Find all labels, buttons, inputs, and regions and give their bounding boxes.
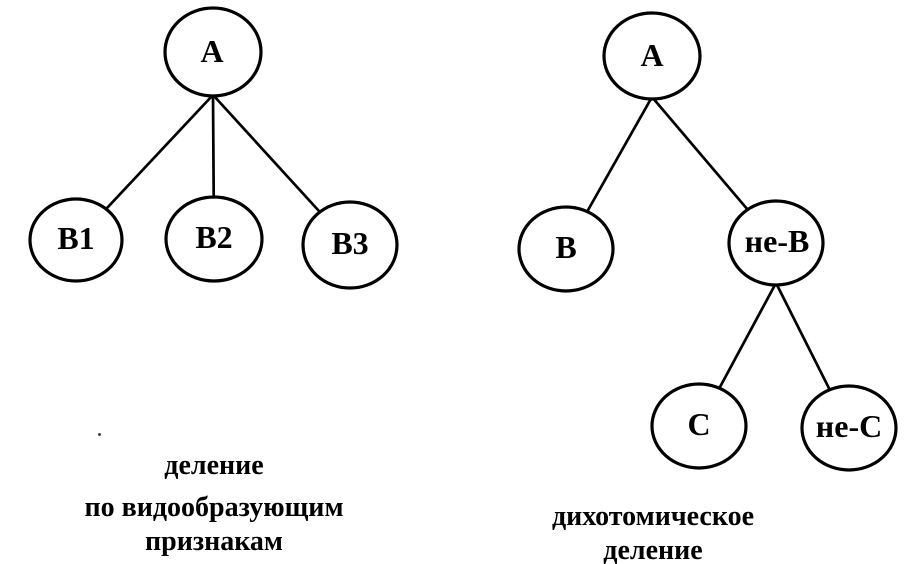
right-tree: A B не-В C не-С — [517, 11, 898, 472]
node-b-label: B — [555, 229, 576, 265]
node-neb-label: не-В — [745, 223, 810, 259]
node-nec-circle — [800, 384, 898, 472]
left-tree-caption: деление по видообразующим признакам — [34, 449, 394, 559]
node-b2-circle — [164, 195, 264, 283]
node-b-circle — [517, 205, 615, 293]
node-a2-label: A — [640, 37, 663, 73]
node-a-circle — [163, 6, 263, 98]
node-a2-circle — [602, 11, 702, 101]
left-caption-line3: признакам — [144, 526, 283, 557]
node-b1-circle — [28, 197, 124, 283]
node-a-label: A — [200, 33, 223, 69]
left-caption-line2: по видообразующим — [84, 492, 344, 523]
right-tree-caption: дихотомическое деление — [503, 500, 803, 564]
node-neb-circle — [727, 199, 825, 287]
node-nec-label: не-С — [816, 408, 882, 444]
left-caption-line1: деление — [164, 450, 264, 481]
node-b2-label: B2 — [195, 219, 232, 255]
node-b1-label: B1 — [57, 220, 94, 256]
node-c-circle — [650, 382, 748, 470]
stray-dot-artifact — [98, 433, 101, 436]
right-caption-line2: деление — [603, 535, 703, 564]
right-caption-line1: дихотомическое — [551, 501, 755, 532]
node-b3-circle — [301, 200, 399, 290]
left-tree: A B1 B2 B3 — [28, 6, 399, 290]
node-b3-label: B3 — [331, 225, 368, 261]
node-c-label: C — [687, 406, 710, 442]
